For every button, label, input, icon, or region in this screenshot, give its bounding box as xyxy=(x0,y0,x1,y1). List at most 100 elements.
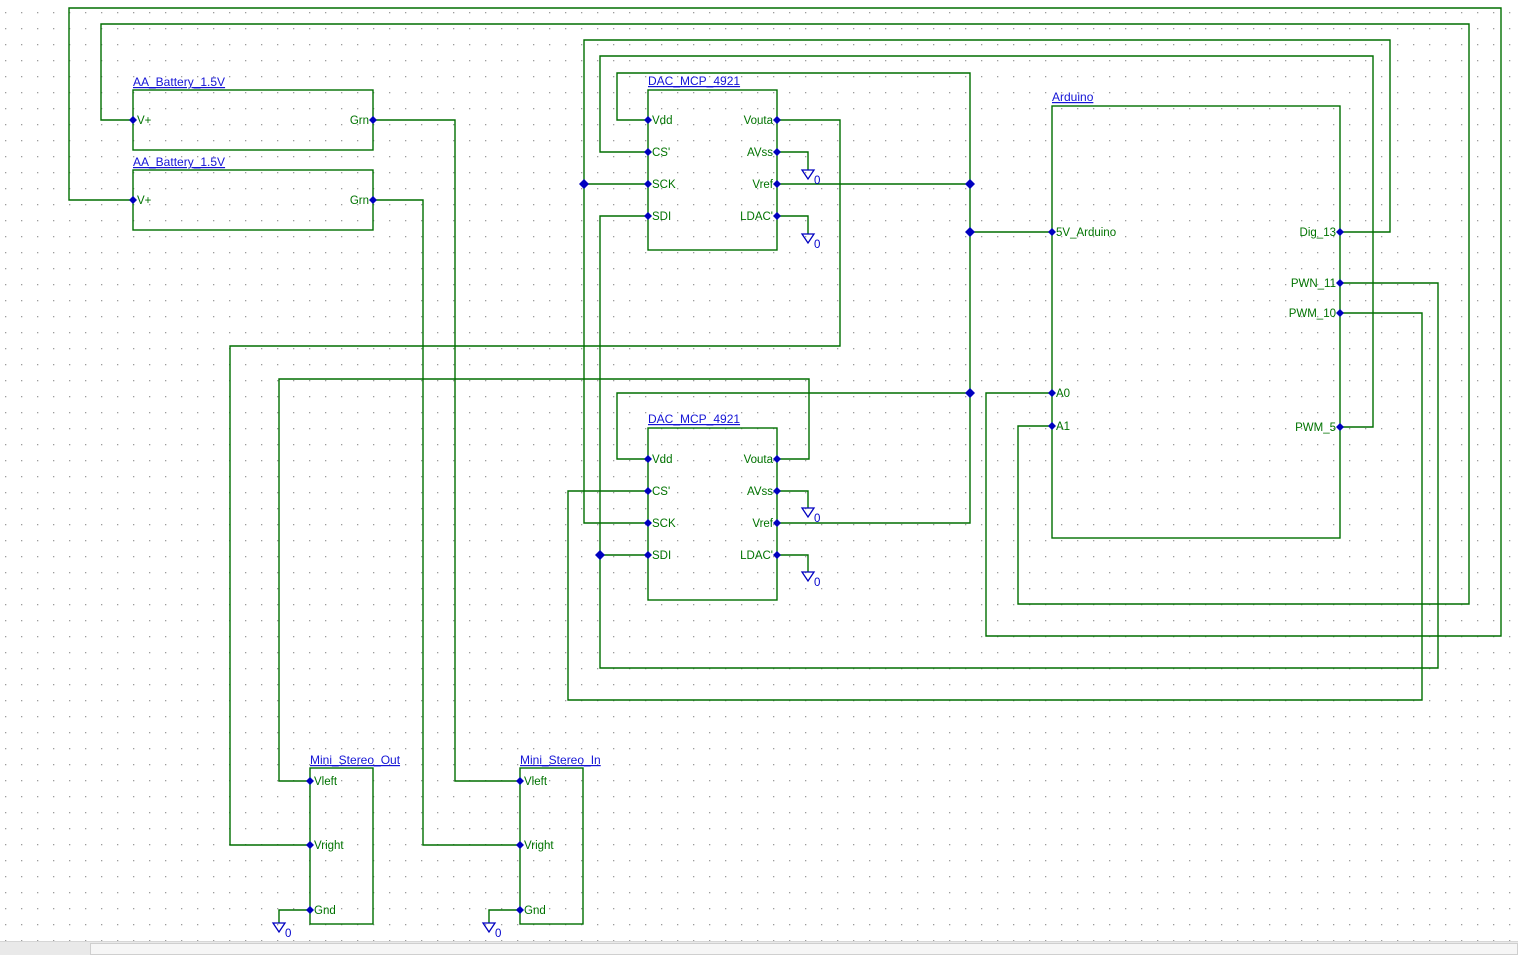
pin-label-vdd: Vdd xyxy=(652,454,672,466)
wire-pwn11-sdi-net[interactable] xyxy=(599,215,1439,669)
pin-label-gnd: Gnd xyxy=(314,905,336,917)
junction-dot xyxy=(579,179,589,189)
pin-label-sdi: SDI xyxy=(652,550,671,562)
component-title[interactable]: AA_Battery_1.5V xyxy=(133,75,225,89)
pin-dot xyxy=(1048,389,1056,397)
ground-stereo-in[interactable]: 0 xyxy=(481,909,520,940)
wire-grn2-to-vright-in[interactable] xyxy=(373,199,520,846)
ground-icon xyxy=(271,922,287,934)
ground-avss2[interactable]: 0 xyxy=(777,490,820,525)
ground-ldac1[interactable]: 0 xyxy=(777,215,820,251)
ground-stub xyxy=(777,151,809,170)
pin-dot xyxy=(773,551,781,559)
pin-dot xyxy=(306,906,314,914)
pin-label-cs: CS' xyxy=(652,486,670,498)
ground-stub xyxy=(777,554,809,572)
pin-dot xyxy=(516,841,524,849)
ground-net-label: 0 xyxy=(814,175,820,187)
wire-vouta1-to-vright-out[interactable] xyxy=(229,119,841,846)
junction-dot xyxy=(965,179,975,189)
ground-symbols: 0 0 0 0 0 0 xyxy=(271,151,820,940)
component-body[interactable] xyxy=(1051,105,1341,539)
wires xyxy=(68,7,1502,846)
pin-label-vleft: Vleft xyxy=(314,776,338,788)
ground-icon xyxy=(800,571,816,583)
ground-stereo-out[interactable]: 0 xyxy=(271,909,310,940)
pin-dot xyxy=(129,196,137,204)
pin-dot xyxy=(306,841,314,849)
ground-net-label: 0 xyxy=(814,239,820,251)
junction-dot xyxy=(965,227,975,237)
pin-label-ldac: LDAC' xyxy=(740,550,773,562)
component-battery1[interactable]: AA_Battery_1.5V V+ Grn xyxy=(129,75,377,151)
pin-label-grn: Grn xyxy=(350,195,369,207)
pin-dot xyxy=(773,455,781,463)
component-body[interactable] xyxy=(647,89,778,251)
ground-icon xyxy=(800,169,816,181)
junction-dot xyxy=(965,388,975,398)
component-stereo-in[interactable]: Mini_Stereo_In Vleft Vright Gnd xyxy=(516,753,601,925)
component-dac2[interactable]: DAC_MCP_4921 Vdd CS' SCK SDI Vouta AVss … xyxy=(644,412,781,601)
wire-5v-spine-vdd1-vref2[interactable] xyxy=(616,72,971,524)
pin-label-grn: Grn xyxy=(350,115,369,127)
pin-dot xyxy=(773,519,781,527)
ground-stub xyxy=(777,490,809,508)
pin-label-vplus: V+ xyxy=(137,115,152,127)
ground-ldac2[interactable]: 0 xyxy=(777,554,820,589)
pin-label-vref: Vref xyxy=(752,518,773,530)
pin-dot xyxy=(644,551,652,559)
pin-dot xyxy=(644,212,652,220)
component-body[interactable] xyxy=(647,427,778,601)
component-title[interactable]: DAC_MCP_4921 xyxy=(648,412,740,426)
pin-dot xyxy=(773,212,781,220)
wire-5v-to-vdd2[interactable] xyxy=(616,392,970,460)
component-stereo-out[interactable]: Mini_Stereo_Out Vleft Vright Gnd xyxy=(306,753,401,925)
pin-dot xyxy=(516,906,524,914)
pin-label-vright: Vright xyxy=(314,840,344,852)
component-battery2[interactable]: AA_Battery_1.5V V+ Grn xyxy=(129,155,377,231)
pin-dot xyxy=(644,116,652,124)
component-title[interactable]: Arduino xyxy=(1052,90,1094,104)
wire-battery1-vplus-to-a1[interactable] xyxy=(100,23,1470,605)
pin-dot xyxy=(773,116,781,124)
ground-icon xyxy=(800,233,816,245)
pin-dot xyxy=(1048,228,1056,236)
component-title[interactable]: Mini_Stereo_In xyxy=(520,753,601,767)
pin-label-vref: Vref xyxy=(752,179,773,191)
pin-label-vouta: Vouta xyxy=(744,115,774,127)
horizontal-scrollbar-thumb[interactable] xyxy=(90,943,1518,955)
pin-label-vdd: Vdd xyxy=(652,115,672,127)
pin-dot xyxy=(306,777,314,785)
wire-pwm5-to-cs1[interactable] xyxy=(599,55,1374,428)
wire-battery2-vplus-to-a0[interactable] xyxy=(68,7,1502,637)
pin-dot xyxy=(129,116,137,124)
component-title[interactable]: DAC_MCP_4921 xyxy=(648,74,740,88)
pin-label-5v: 5V_Arduino xyxy=(1056,227,1116,239)
ground-net-label: 0 xyxy=(285,928,291,940)
wire-dig13-sck-net[interactable] xyxy=(583,39,1391,524)
ground-icon xyxy=(481,922,497,934)
ground-avss1[interactable]: 0 xyxy=(777,151,820,187)
pin-label-pwm5: PWM_5 xyxy=(1295,422,1336,434)
pin-dot xyxy=(369,116,377,124)
component-dac1[interactable]: DAC_MCP_4921 Vdd CS' SCK SDI Vouta AVss … xyxy=(644,74,781,251)
pin-dot xyxy=(644,519,652,527)
pin-dot xyxy=(1336,228,1344,236)
pin-label-avss: AVss xyxy=(747,486,773,498)
component-title[interactable]: AA_Battery_1.5V xyxy=(133,155,225,169)
pin-label-sck: SCK xyxy=(652,518,676,530)
pin-label-ldac: LDAC' xyxy=(740,211,773,223)
horizontal-scrollbar[interactable] xyxy=(0,941,1518,955)
ground-net-label: 0 xyxy=(814,577,820,589)
wire-grn1-to-vleft-in[interactable] xyxy=(373,119,520,782)
component-title[interactable]: Mini_Stereo_Out xyxy=(310,753,401,767)
wire-pwm10-to-cs2[interactable] xyxy=(567,312,1423,701)
wire-vouta2-to-vleft-out[interactable] xyxy=(278,378,810,782)
pin-label-dig13: Dig_13 xyxy=(1300,227,1336,239)
component-arduino[interactable]: Arduino 5V_Arduino A0 A1 Dig_13 PWN_11 P… xyxy=(1048,90,1344,539)
pin-dot xyxy=(644,148,652,156)
pin-dot xyxy=(1336,309,1344,317)
pin-label-vplus: V+ xyxy=(137,195,152,207)
